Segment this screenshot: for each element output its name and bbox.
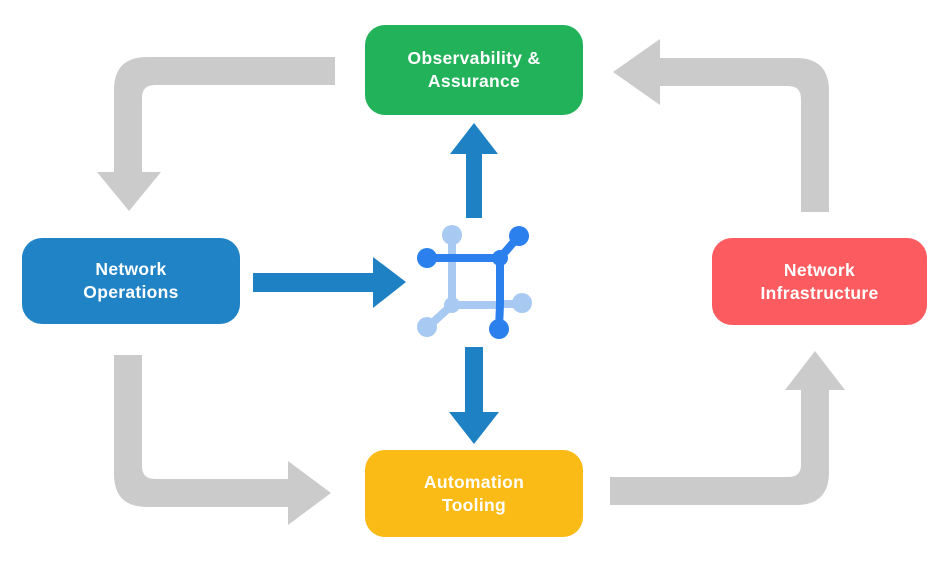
- node-label-line: Infrastructure: [760, 282, 879, 303]
- node-label-line: Assurance: [427, 71, 521, 91]
- network-mesh-icon: [417, 225, 532, 339]
- arrow-tooling-to-infrastructure: [610, 351, 845, 505]
- node-label-line: Operations: [83, 282, 179, 302]
- node-label-line: Tooling: [442, 494, 506, 515]
- node-observability-assurance: Observability & Assurance: [365, 25, 583, 115]
- arrow-center-to-tooling: [449, 347, 499, 444]
- arrow-observability-to-operations: [97, 57, 335, 211]
- node-network-operations: Network Operations: [22, 238, 240, 324]
- arrow-operations-to-center: [253, 257, 406, 308]
- node-label-line: Automation: [423, 471, 525, 492]
- node-label-line: Network: [783, 259, 856, 280]
- node-automation-tooling: Automation Tooling: [365, 450, 583, 537]
- node-network-infrastructure: Network Infrastructure: [712, 238, 927, 325]
- node-label-line: Network: [95, 259, 167, 279]
- arrow-infrastructure-to-observability: [613, 39, 829, 212]
- mesh-light-dots: [417, 225, 532, 337]
- arrow-center-to-observability: [450, 123, 498, 218]
- node-label-line: Observability &: [407, 48, 541, 68]
- mesh-dark-dots: [417, 226, 529, 339]
- arrow-operations-to-tooling: [114, 355, 331, 525]
